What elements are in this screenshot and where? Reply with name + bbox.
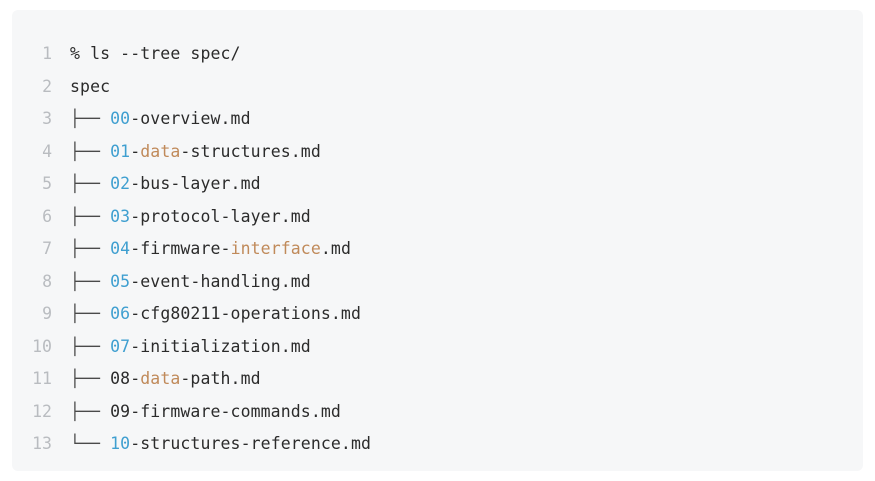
line-number: 6 xyxy=(42,206,52,226)
code-token-plain: -overview.md xyxy=(130,109,251,128)
code-token-number: 10 xyxy=(110,434,131,453)
line-content: ├── 01-data-structures.md xyxy=(70,136,863,169)
line-number: 13 xyxy=(32,434,52,453)
code-token-plain: -structures-reference.md xyxy=(130,434,372,453)
code-token-number: 01 xyxy=(110,141,131,161)
line-content: ├── 09-firmware-commands.md xyxy=(70,396,863,429)
code-token-number: 04 xyxy=(110,239,131,258)
line-content: ├── 08-data-path.md xyxy=(70,363,863,396)
line-number: 2 xyxy=(42,76,52,96)
code-token-plain: -firmware- xyxy=(130,239,231,258)
code-line: 13 └── 10-structures-reference.md xyxy=(12,428,863,461)
code-token-plain: -path.md xyxy=(180,369,261,388)
code-token-number: 05 xyxy=(110,271,131,291)
code-block: 1 % ls --tree spec/2 spec 3 ├── 00-overview.… xyxy=(12,10,863,471)
code-token-plain: 08- xyxy=(110,369,141,388)
code-line: 11 ├── 08-data-path.md xyxy=(12,363,863,396)
code-token-plain: -initialization.md xyxy=(130,336,311,356)
code-token-key: interface xyxy=(230,239,321,258)
code-token-tree: ├── xyxy=(70,304,111,323)
code-token-number: 07 xyxy=(110,336,131,356)
line-content: ├── 03-protocol-layer.md xyxy=(70,201,863,234)
code-token-tree: └── xyxy=(70,434,111,453)
line-number: 4 xyxy=(42,141,52,161)
line-number: 8 xyxy=(42,271,52,291)
line-content: ├── 07-initialization.md xyxy=(70,331,863,364)
line-number: 9 xyxy=(42,304,52,323)
code-token-plain: 09-firmware-commands.md xyxy=(110,401,341,421)
code-token-number: 03 xyxy=(110,206,131,226)
code-token-tree: ├── xyxy=(70,369,111,388)
code-token-plain: .md xyxy=(320,239,351,258)
line-number: 12 xyxy=(32,401,52,421)
code-line: 5 ├── 02-bus-layer.md xyxy=(12,168,863,201)
line-content: spec xyxy=(70,71,863,104)
code-token-tree: ├── xyxy=(70,336,111,356)
code-token-number: 06 xyxy=(110,304,131,323)
code-token-plain: -structures.md xyxy=(180,141,321,161)
code-line-list: 1 % ls --tree spec/2 spec 3 ├── 00-overview.… xyxy=(12,38,863,461)
code-token-tree: ├── xyxy=(70,141,111,161)
code-line: 10 ├── 07-initialization.md xyxy=(12,331,863,364)
line-content: ├── 06-cfg80211-operations.md xyxy=(70,298,863,331)
code-token-number: 00 xyxy=(110,109,131,128)
code-token-tree: ├── xyxy=(70,271,111,291)
code-line: 3 ├── 00-overview.md xyxy=(12,103,863,136)
code-token-tree: ├── xyxy=(70,401,111,421)
code-token-plain: -bus-layer.md xyxy=(130,174,261,193)
line-content: % ls --tree spec/ xyxy=(70,38,863,71)
line-number: 11 xyxy=(32,369,52,388)
line-content: ├── 04-firmware-interface.md xyxy=(70,233,863,266)
code-line: 4 ├── 01-data-structures.md xyxy=(12,136,863,169)
code-token-tree: ├── xyxy=(70,174,111,193)
code-token-tree: ├── xyxy=(70,206,111,226)
code-token-plain: -event-handling.md xyxy=(130,271,311,291)
code-token-plain: % ls --tree spec/ xyxy=(70,44,241,63)
line-content: ├── 02-bus-layer.md xyxy=(70,168,863,201)
line-content: ├── 00-overview.md xyxy=(70,103,863,136)
code-line: 12 ├── 09-firmware-commands.md xyxy=(12,396,863,429)
code-line: 2 spec xyxy=(12,71,863,104)
code-token-key: data xyxy=(140,141,181,161)
code-token-tree: ├── xyxy=(70,109,111,128)
code-token-plain: -cfg80211-operations.md xyxy=(130,304,361,323)
line-number: 7 xyxy=(42,239,52,258)
code-line: 1 % ls --tree spec/ xyxy=(12,38,863,71)
line-content: ├── 05-event-handling.md xyxy=(70,266,863,299)
code-line: 8 ├── 05-event-handling.md xyxy=(12,266,863,299)
code-token-plain: -protocol-layer.md xyxy=(130,206,311,226)
code-line: 7 ├── 04-firmware-interface.md xyxy=(12,233,863,266)
code-token-key: data xyxy=(140,369,181,388)
line-number: 3 xyxy=(42,109,52,128)
line-number: 1 xyxy=(42,44,52,63)
code-line: 6 ├── 03-protocol-layer.md xyxy=(12,201,863,234)
code-token-number: 02 xyxy=(110,174,131,193)
line-number: 5 xyxy=(42,174,52,193)
code-token-plain: - xyxy=(130,141,141,161)
line-content: └── 10-structures-reference.md xyxy=(70,428,863,461)
code-token-tree: ├── xyxy=(70,239,111,258)
line-number: 10 xyxy=(32,336,52,356)
code-token-plain: spec xyxy=(70,76,111,96)
code-line: 9 ├── 06-cfg80211-operations.md xyxy=(12,298,863,331)
